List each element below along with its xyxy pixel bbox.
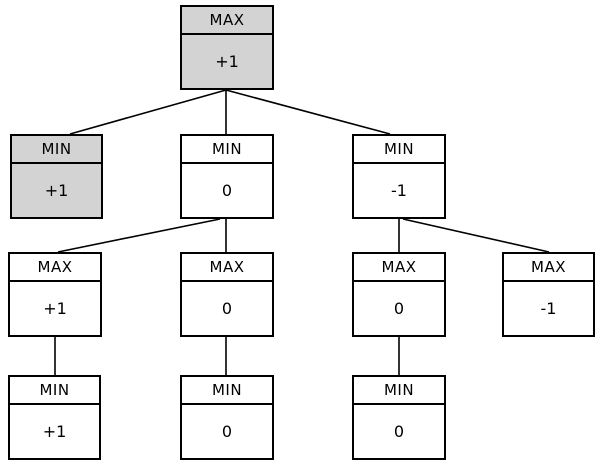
tree-node-min-1: MIN +1 — [10, 134, 103, 219]
node-type-label: MAX — [504, 254, 593, 282]
node-type-label: MIN — [354, 136, 444, 164]
node-type-label: MIN — [12, 136, 101, 164]
node-value: -1 — [540, 299, 557, 318]
node-value: +1 — [44, 181, 69, 200]
node-value: +1 — [42, 422, 67, 441]
tree-node-min-3: MIN -1 — [352, 134, 446, 219]
node-value: +1 — [215, 52, 239, 71]
tree-node-leaf-3: MIN 0 — [352, 375, 446, 460]
tree-node-root: MAX +1 — [180, 5, 274, 90]
node-value: +1 — [43, 299, 67, 318]
tree-node-max-1: MAX +1 — [8, 252, 102, 337]
node-type-label: MAX — [354, 254, 444, 282]
node-type-label: MIN — [182, 377, 272, 405]
tree-node-max-3: MAX 0 — [352, 252, 446, 337]
node-value: 0 — [221, 181, 233, 200]
tree-edge-min-2-max-1 — [57, 218, 221, 253]
tree-edge-min-3-max-4 — [402, 218, 550, 253]
tree-node-max-4: MAX -1 — [502, 252, 595, 337]
tree-node-leaf-1: MIN +1 — [8, 375, 101, 460]
node-type-label: MAX — [182, 7, 272, 35]
tree-edge-root-min-3 — [225, 89, 391, 135]
node-value: -1 — [391, 181, 407, 200]
node-value: 0 — [221, 422, 233, 441]
node-value: 0 — [393, 299, 405, 318]
node-type-label: MAX — [182, 254, 272, 282]
tree-node-leaf-2: MIN 0 — [180, 375, 274, 460]
node-type-label: MAX — [10, 254, 100, 282]
node-type-label: MIN — [182, 136, 272, 164]
node-type-label: MIN — [10, 377, 99, 405]
node-value: 0 — [393, 422, 405, 441]
tree-node-min-2: MIN 0 — [180, 134, 274, 219]
node-value: 0 — [221, 299, 233, 318]
node-type-label: MIN — [354, 377, 444, 405]
tree-node-max-2: MAX 0 — [180, 252, 274, 337]
tree-edge-root-min-1 — [69, 89, 227, 135]
